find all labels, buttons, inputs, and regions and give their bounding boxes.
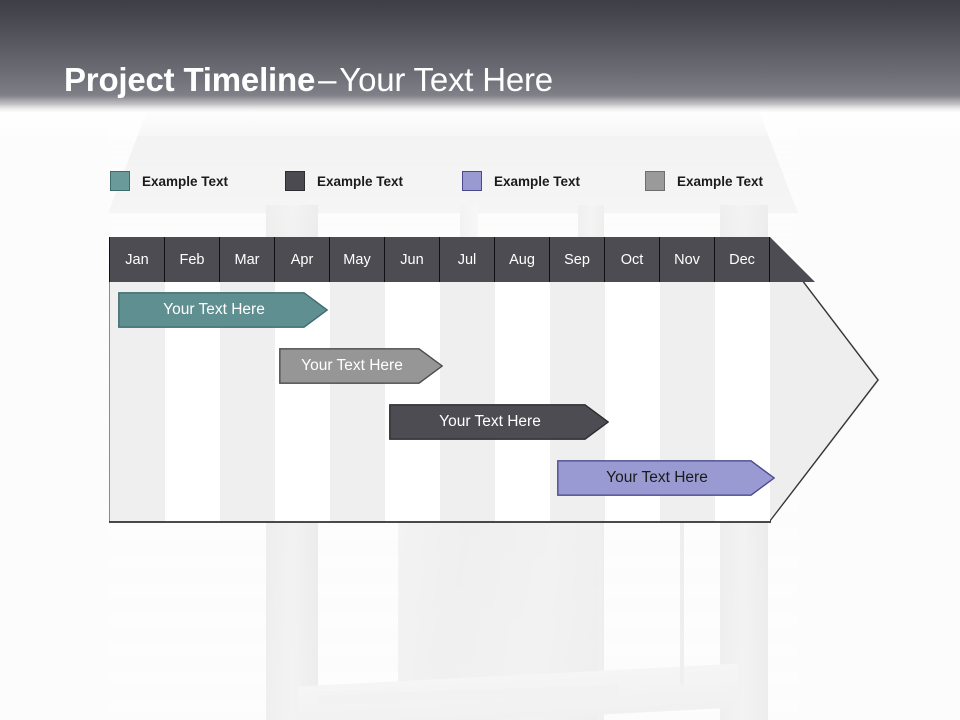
month-header-strip [109, 237, 815, 282]
legend-item-1[interactable]: Example Text [110, 168, 228, 194]
photo-wire [680, 475, 684, 685]
chart-base-line [109, 521, 771, 523]
timeline-bar-4[interactable]: Your Text Here [557, 460, 775, 496]
title-banner [0, 0, 960, 112]
timeline-bar-label-2: Your Text Here [301, 357, 403, 374]
month-header-apr[interactable]: Apr [275, 237, 330, 282]
timeline-bar-3[interactable]: Your Text Here [389, 404, 609, 440]
legend-label-2: Example Text [317, 173, 404, 189]
grid-column-jun [385, 282, 440, 522]
legend-item-4[interactable]: Example Text [645, 168, 763, 194]
month-header-jun[interactable]: Jun [385, 237, 440, 282]
legend-swatch-icon-2 [285, 171, 305, 191]
timeline-bar-arrow-shape-4 [557, 460, 775, 496]
page-title-strong: Project Timeline [64, 61, 316, 98]
month-header-sep[interactable]: Sep [550, 237, 605, 282]
month-header-aug[interactable]: Aug [495, 237, 550, 282]
month-header-dec[interactable]: Dec [715, 237, 770, 282]
month-header-mar[interactable]: Mar [220, 237, 275, 282]
month-header-oct[interactable]: Oct [605, 237, 660, 282]
grid-column-aug [495, 282, 550, 522]
month-header-nov[interactable]: Nov [660, 237, 715, 282]
legend-swatch-icon-4 [645, 171, 665, 191]
month-header-jul[interactable]: Jul [440, 237, 495, 282]
legend-swatch-icon-3 [462, 171, 482, 191]
legend-item-3[interactable]: Example Text [462, 168, 580, 194]
page-title: Project Timeline–Your Text Here [64, 60, 553, 100]
timeline-bar-label-4: Your Text Here [606, 469, 708, 486]
legend-label-4: Example Text [677, 173, 764, 189]
month-header-feb[interactable]: Feb [165, 237, 220, 282]
timeline-bar-label-3: Your Text Here [439, 413, 541, 430]
timeline-bar-label-1: Your Text Here [163, 301, 265, 318]
legend: Example Text Example Text Example Text Exam… [110, 168, 830, 198]
legend-label-3: Example Text [494, 173, 581, 189]
month-header-jan[interactable]: Jan [109, 237, 165, 282]
month-header-may[interactable]: May [330, 237, 385, 282]
grid-column-may [330, 282, 385, 522]
legend-swatch-icon-1 [110, 171, 130, 191]
legend-label-1: Example Text [142, 173, 229, 189]
legend-item-2[interactable]: Example Text [285, 168, 403, 194]
timeline-bar-arrow-shape-1 [118, 292, 328, 328]
grid-column-jul [440, 282, 495, 522]
timeline-bar-arrow-shape-2 [279, 348, 443, 384]
page-title-dash: – [318, 61, 337, 98]
timeline-bar-1[interactable]: Your Text Here [118, 292, 328, 328]
page-title-light: Your Text Here [339, 61, 553, 98]
timeline-bar-arrow-shape-3 [389, 404, 609, 440]
timeline-bar-2[interactable]: Your Text Here [279, 348, 443, 384]
